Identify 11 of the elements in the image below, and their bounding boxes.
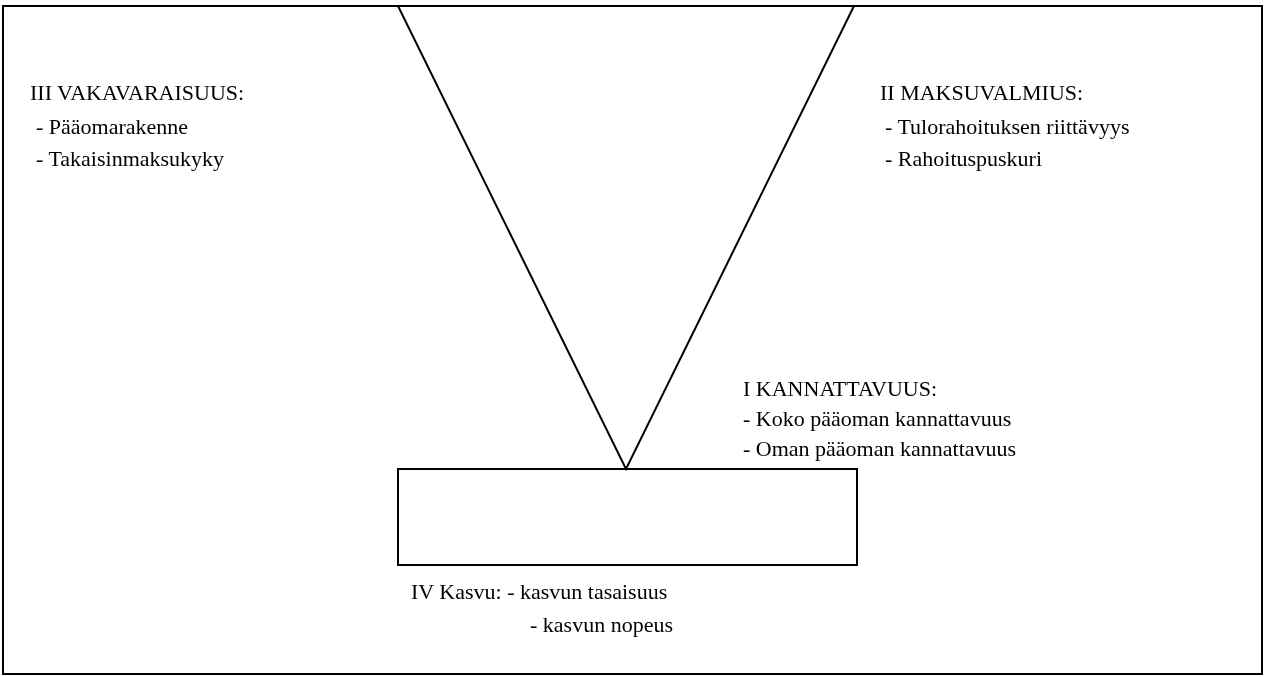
list-item: - Pääomarakenne <box>36 114 189 140</box>
list-item: - Tulorahoituksen riittävyys <box>885 114 1130 140</box>
heading: II MAKSUVALMIUS: <box>880 80 1084 106</box>
list-item: - Rahoituspuskuri <box>885 146 1043 172</box>
node-label: IV Kasvu: - kasvun tasaisuus <box>411 579 668 605</box>
heading: I KANNATTAVUUS: <box>743 376 937 402</box>
list-item: - Takaisinmaksukyky <box>36 146 225 172</box>
heading: III VAKAVARAISUUS: <box>30 80 245 106</box>
list-item: - Oman pääoman kannattavuus <box>743 436 1017 462</box>
list-item: - Koko pääoman kannattavuus <box>743 406 1012 432</box>
node-label: - kasvun nopeus <box>530 612 673 638</box>
